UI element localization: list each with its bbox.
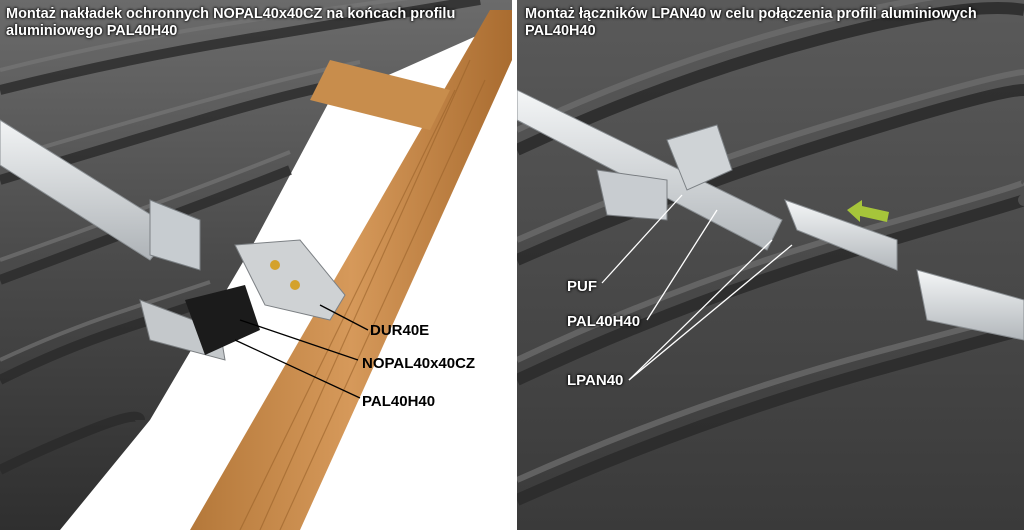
insertion-arrow [847,200,889,222]
panel-divider [512,0,517,530]
label-pal40h40-right: PAL40H40 [567,313,641,330]
wooden-batten [310,60,450,130]
left-installation-panel: Montaż nakładek ochronnych NOPAL40x40CZ … [0,0,512,530]
wooden-rafter [190,10,512,530]
left-caption: Montaż nakładek ochronnych NOPAL40x40CZ … [6,6,456,39]
roof-tiles [0,0,512,530]
label-dur40e: DUR40E [370,322,430,339]
right-caption: Montaż łączników LPAN40 w celu połączeni… [525,6,977,39]
right-installation-panel: Montaż łączników LPAN40 w celu połączeni… [517,0,1024,530]
right-roof-illustration [517,0,1024,530]
label-nopal40x40cz: NOPAL40x40CZ [362,355,476,372]
label-puf: PUF [567,278,597,295]
leader-lines [234,304,369,399]
label-pal40h40-left: PAL40H40 [362,393,436,410]
label-lpan40: LPAN40 [567,372,624,389]
leader-lines-right [601,194,793,381]
roof-hook-right [596,169,668,221]
protective-cap [185,285,260,355]
second-profile [916,269,1024,341]
puf-clamp [666,124,733,191]
lpan-connector [784,199,898,271]
left-roof-illustration [0,0,512,530]
aluminium-profile [0,119,176,261]
clamp [149,199,201,271]
dur-bracket [234,239,346,321]
